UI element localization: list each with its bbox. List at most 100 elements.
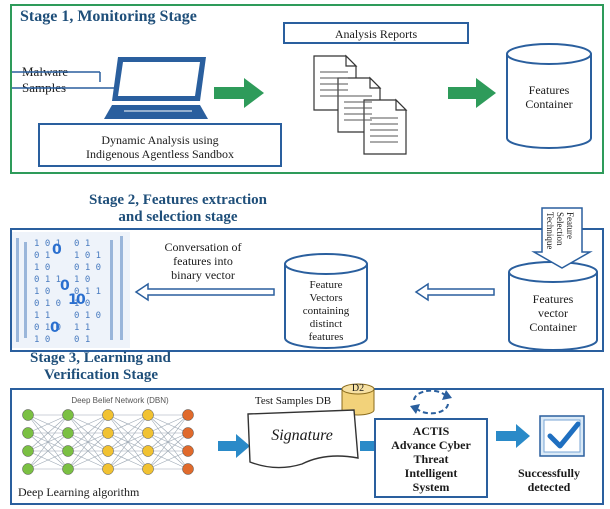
svg-text:1 0: 1 0 (34, 335, 50, 345)
dbn-edge (67, 414, 109, 452)
stage2-title-line2: and selection stage (118, 209, 238, 225)
features-vector-container-label: Features vector Container (508, 292, 598, 334)
svg-text:0 1 0: 0 1 0 (74, 263, 101, 273)
fv-line1: Feature (309, 279, 343, 291)
blue-arrow-3 (496, 424, 530, 448)
features-container-label: Features Container (507, 83, 591, 111)
conversation-line3: binary vector (171, 268, 235, 282)
dbn-edge (67, 450, 109, 470)
fvc-line2: vector (538, 306, 568, 320)
dbn-edge (107, 414, 149, 470)
dbn-node (102, 463, 114, 475)
fst-line3: Technique (545, 212, 555, 250)
dbn-edge (27, 414, 69, 470)
dbn-edge (107, 414, 149, 452)
stage2-panel (10, 228, 604, 352)
conversation-line2: features into (173, 254, 233, 268)
actis-line1: ACTIS (412, 424, 450, 438)
dbn-node (62, 409, 74, 421)
svg-text:1 0: 1 0 (74, 299, 90, 309)
dbn-edge (147, 414, 189, 470)
analysis-reports-label: Analysis Reports (334, 27, 418, 41)
dbn-edge (67, 432, 109, 470)
dbn-node (142, 445, 154, 457)
d2-label: D2 (351, 383, 365, 394)
svg-text:0 1: 0 1 (74, 335, 90, 345)
svg-text:0: 0 (50, 320, 60, 336)
document-stack-icon (313, 54, 408, 155)
stage3-title-line1: Stage 3, Learning and (30, 350, 171, 366)
fv-line2: Vectors (309, 292, 343, 304)
actis-line4: Intelligent (404, 466, 458, 480)
actis-line2: Advance Cyber (391, 438, 471, 452)
feature-selection-arrow (531, 207, 593, 269)
svg-text:1 0: 1 0 (34, 263, 50, 273)
svg-text:0: 0 (60, 278, 70, 294)
dbn-edge (27, 414, 69, 452)
dbn-node (22, 463, 34, 475)
svg-text:1 0: 1 0 (74, 275, 90, 285)
dbn-node (182, 427, 194, 439)
fst-line2: Selection (555, 212, 565, 246)
blue-arrow-1 (218, 434, 250, 458)
feature-selection-label: Feature Selection Technique (537, 212, 587, 252)
dbn-edge (27, 414, 69, 434)
dynamic-line1: Dynamic Analysis using (101, 133, 219, 147)
svg-text:0 1: 0 1 (34, 251, 50, 261)
svg-text:0 1 1: 0 1 1 (34, 275, 61, 285)
svg-text:0 1 0: 0 1 0 (34, 299, 61, 309)
stage3-title-line2: Verification Stage (44, 367, 159, 383)
computer-icon (104, 57, 208, 119)
database-icon (506, 43, 592, 149)
dbn-node (102, 445, 114, 457)
signature-label: Signature (271, 427, 333, 444)
dbn-node (62, 463, 74, 475)
success-line2: detected (527, 480, 571, 494)
dbn-node (62, 445, 74, 457)
dbn-node (102, 409, 114, 421)
stage3-panel (10, 388, 604, 505)
fvc-line1: Features (532, 292, 574, 306)
dbn-edge (147, 414, 189, 452)
success-line1: Successfully (517, 466, 580, 480)
cycle-arrows-icon (410, 389, 452, 415)
dbn-node (142, 409, 154, 421)
stage1-title: Stage 1, Monitoring Stage (20, 8, 197, 25)
actis-label: ACTIS Advance Cyber Threat Intelligent S… (376, 424, 486, 494)
analysis-reports-box: Analysis Reports (283, 22, 469, 44)
dbn-node (142, 427, 154, 439)
dbn-node (142, 463, 154, 475)
stage1-panel (10, 4, 604, 174)
checkmark-icon (539, 415, 585, 457)
dbn-edge (147, 414, 189, 434)
svg-text:1 0 1: 1 0 1 (74, 251, 101, 261)
dbn-node (102, 427, 114, 439)
dbn-edge (67, 414, 109, 470)
green-arrow-2 (448, 78, 496, 108)
fv-line3: containing (302, 305, 350, 317)
dbn-node (22, 445, 34, 457)
dbn-edge (147, 450, 189, 470)
dbn-node (62, 427, 74, 439)
fv-line4: distinct (309, 318, 343, 330)
dbn-edge (107, 414, 149, 434)
dbn-node (182, 409, 194, 421)
conversation-label: Conversation of features into binary vec… (138, 240, 268, 282)
dbn-title: Deep Belief Network (DBN) (71, 396, 169, 405)
dynamic-analysis-label: Dynamic Analysis using Indigenous Agentl… (40, 133, 280, 161)
stage2-title: Stage 2, Features extraction and selecti… (38, 192, 318, 226)
stage3-title: Stage 3, Learning and Verification Stage (30, 350, 171, 384)
dbn-edge (27, 432, 69, 470)
svg-text:0 1 0: 0 1 0 (74, 311, 101, 321)
svg-text:0 1 0: 0 1 0 (34, 323, 61, 333)
svg-text:1 0: 1 0 (34, 287, 50, 297)
svg-text:1 1: 1 1 (74, 323, 90, 333)
feature-vectors-label: Feature Vectors containing distinct feat… (284, 279, 368, 344)
successfully-detected-label: Successfully detected (496, 466, 602, 494)
svg-text:0: 0 (52, 242, 62, 258)
dbn-edge (147, 432, 189, 470)
dbn-edge (107, 450, 149, 470)
fst-line1: Feature (565, 212, 575, 239)
dbn-edge (67, 414, 109, 434)
dynamic-line2: Indigenous Agentless Sandbox (86, 147, 234, 161)
